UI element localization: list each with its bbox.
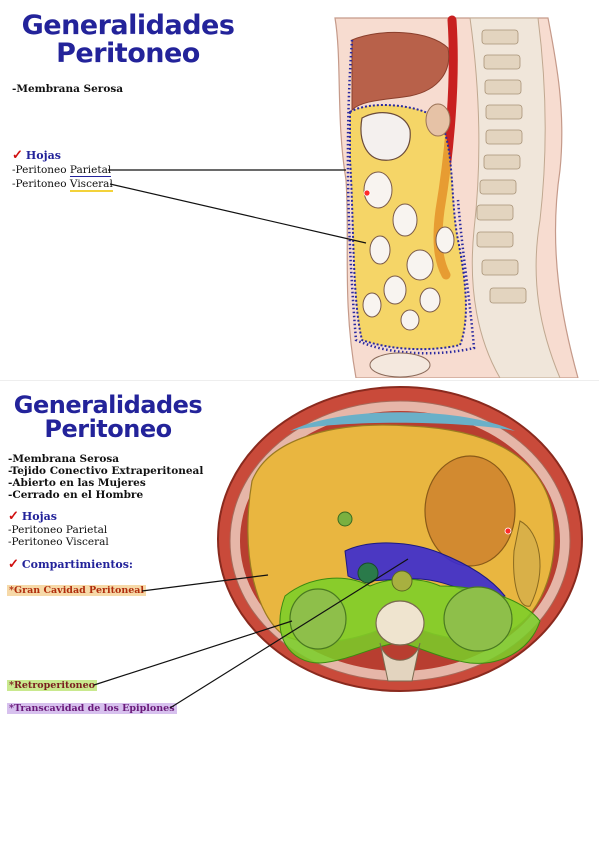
checkmark-icon: ✓	[12, 148, 23, 163]
transcavidad-pointer	[169, 558, 409, 709]
peritoneo-visceral-text: -Peritoneo Visceral	[12, 178, 113, 192]
compartimientos-heading: ✓Compartimientos:	[8, 557, 133, 572]
stomach	[360, 112, 411, 161]
membrana-serosa-text: -Membrana Serosa	[12, 83, 124, 95]
gran-cavidad-pointer	[141, 574, 269, 592]
parietal-peritoneum	[346, 39, 476, 355]
marker-dot	[363, 189, 371, 197]
bladder	[369, 352, 431, 378]
stomach	[424, 455, 516, 567]
vessel-small	[337, 511, 353, 527]
slide-sagittal: Generalidades Peritoneo -Membrana Serosa…	[0, 0, 599, 378]
liver	[351, 32, 450, 112]
aorta	[391, 570, 413, 592]
vena-cava	[357, 562, 379, 584]
hojas-heading: ✓Hojas	[12, 148, 61, 163]
item-membrana-serosa: -Membrana Serosa	[8, 453, 120, 465]
spleen	[513, 520, 541, 607]
hojas-heading-2: ✓Hojas	[8, 509, 57, 524]
label-transcavidad: *Transcavidad de los Epiplones	[7, 703, 177, 714]
axial-crosssection-illustration	[93, 386, 583, 709]
vertebral-body	[375, 600, 425, 646]
slide1-title: Generalidades Peritoneo	[21, 10, 235, 69]
hoja-visceral-text: -Peritoneo Visceral	[8, 536, 109, 548]
item-cerrado-hombre: -Cerrado en el Hombre	[8, 489, 144, 501]
checkmark-icon: ✓	[8, 557, 19, 572]
right-kidney	[443, 586, 513, 652]
pancreas	[425, 103, 451, 137]
left-kidney	[289, 588, 347, 650]
vertebrae	[476, 29, 527, 304]
checkmark-icon: ✓	[8, 509, 19, 524]
intestine-loops	[362, 171, 455, 331]
label-retroperitoneo: *Retroperitoneo	[7, 680, 97, 691]
marker-dot	[504, 527, 512, 535]
peritoneo-parietal-text: -Peritoneo Parietal	[12, 164, 112, 177]
retroperitoneo-pointer	[93, 620, 293, 686]
slide-axial: Generalidades Peritoneo -Membrana Serosa…	[0, 380, 599, 719]
anterior-fat	[290, 412, 515, 431]
item-abierto-mujeres: -Abierto en las Mujeres	[8, 477, 146, 489]
item-tejido-conectivo: -Tejido Conectivo Extraperitoneal	[8, 465, 204, 477]
slide2-title: Generalidades Peritoneo	[13, 391, 203, 444]
vertebral-arch	[379, 642, 421, 682]
sagittal-peritoneum-illustration	[108, 15, 579, 378]
label-gran-cavidad: *Gran Cavidad Peritoneal	[7, 585, 147, 596]
hoja-parietal-text: -Peritoneo Parietal	[8, 524, 108, 536]
visceral-pointer	[109, 183, 367, 244]
